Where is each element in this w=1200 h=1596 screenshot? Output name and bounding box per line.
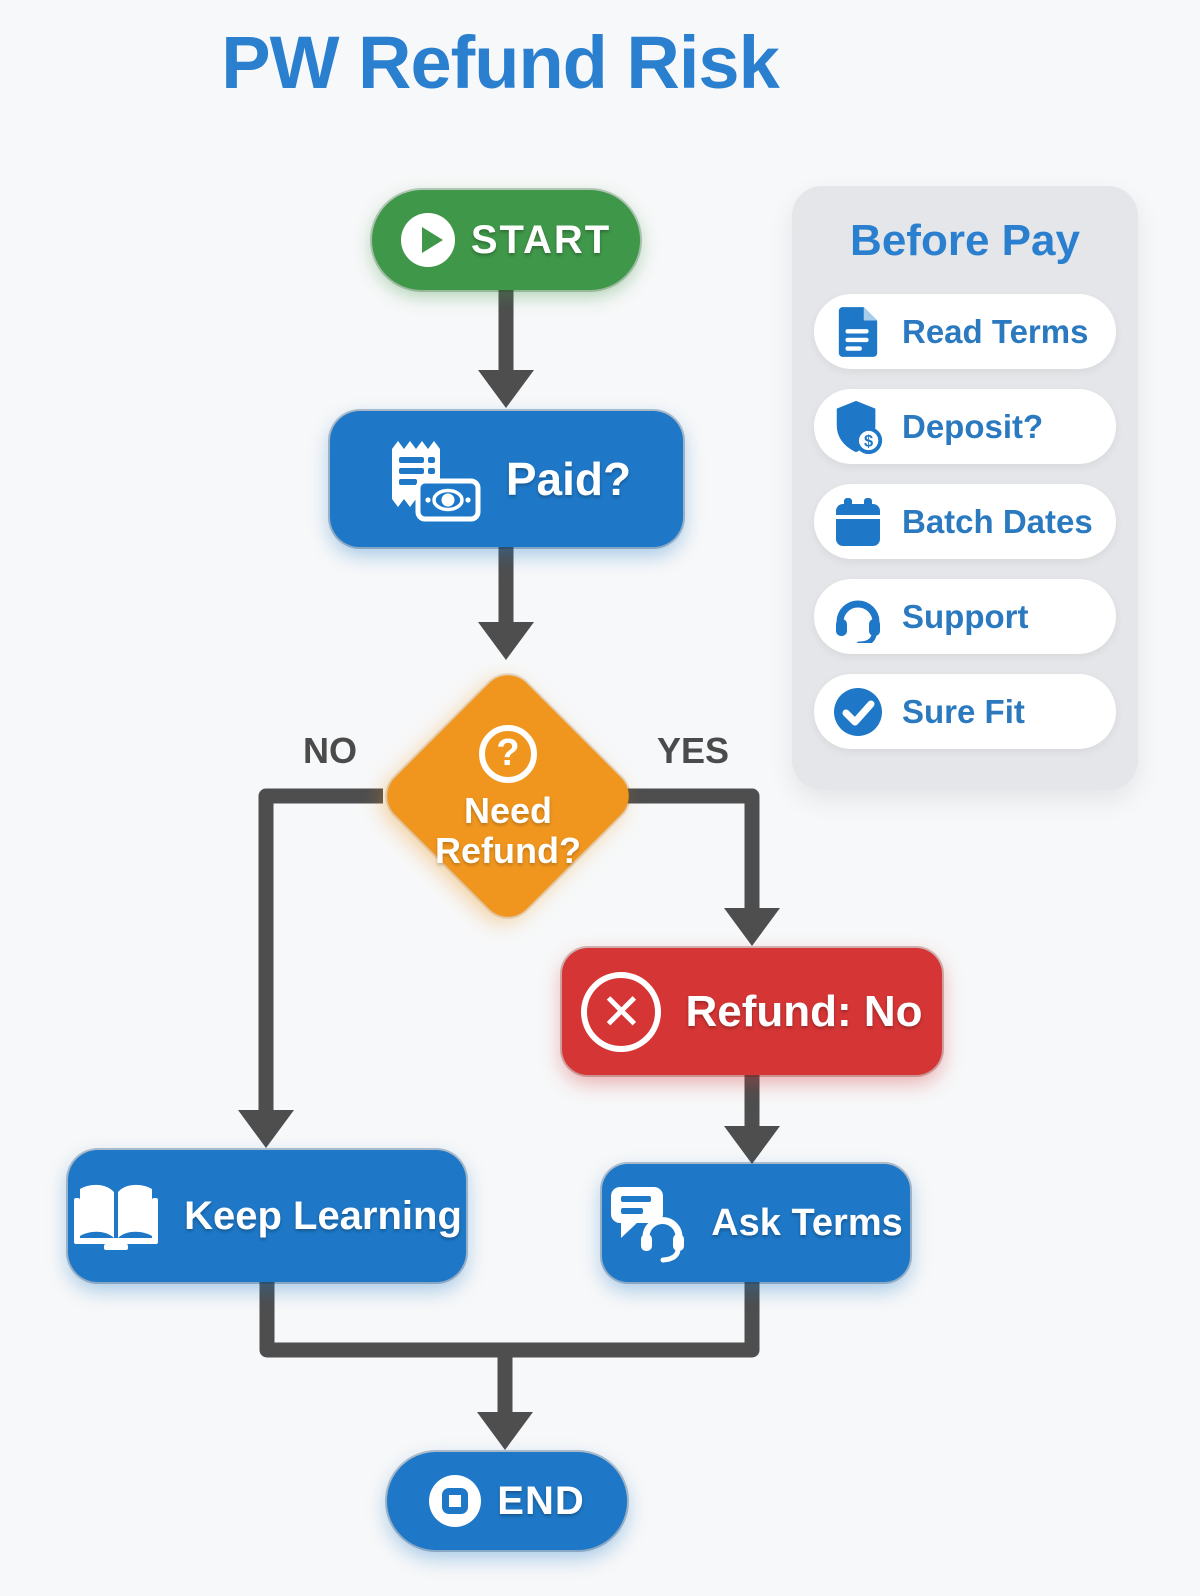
panel-item-sure-fit[interactable]: Sure Fit (814, 674, 1116, 749)
connector-no-branch (258, 788, 383, 1118)
shield-dollar-icon: $ (832, 400, 884, 454)
arrowhead-icon (238, 1110, 294, 1148)
x-glyph: ✕ (600, 983, 643, 1040)
question-glyph: ? (496, 732, 520, 775)
connector-yes-branch (622, 788, 760, 916)
decision-content: ? Need Refund? (388, 708, 628, 888)
paid-label: Paid? (505, 453, 632, 505)
headset-icon (832, 591, 884, 643)
keep-learning-label: Keep Learning (184, 1193, 462, 1238)
branch-label-no: NO (303, 730, 357, 771)
check-circle-icon (832, 686, 884, 738)
open-book-icon (72, 1178, 160, 1254)
panel-item-label: Deposit? (902, 407, 1044, 445)
question-icon: ? (479, 724, 537, 783)
connector-merge (259, 1280, 760, 1358)
svg-text:$: $ (864, 432, 873, 450)
panel-item-deposit[interactable]: $ Deposit? (814, 389, 1116, 464)
end-label: END (497, 1478, 585, 1523)
ask-terms-label: Ask Terms (711, 1201, 903, 1244)
chat-headset-icon (609, 1183, 695, 1263)
refund-no-node[interactable]: ✕ Refund: No (562, 948, 942, 1075)
x-circle-icon: ✕ (581, 971, 662, 1052)
arrowhead-icon (477, 1412, 533, 1450)
panel-item-read-terms[interactable]: Read Terms (814, 294, 1116, 369)
arrowhead-icon (724, 1126, 780, 1164)
receipt-money-icon (382, 433, 482, 525)
panel-title: Before Pay (850, 216, 1080, 265)
panel-item-batch-dates[interactable]: Batch Dates (814, 484, 1116, 559)
panel-item-label: Batch Dates (902, 502, 1093, 540)
end-node[interactable]: END (387, 1452, 627, 1550)
play-icon (400, 213, 455, 267)
arrowhead-icon (724, 908, 780, 946)
before-pay-panel: Before Pay Read Terms $ (792, 186, 1138, 790)
start-node[interactable]: START (372, 190, 640, 290)
page-title: PW Refund Risk (221, 21, 779, 104)
panel-item-label: Support (902, 597, 1029, 635)
arrowhead-icon (478, 370, 534, 408)
paid-node[interactable]: Paid? (330, 411, 683, 547)
arrowhead-icon (478, 622, 534, 660)
panel-item-support[interactable]: Support (814, 579, 1116, 654)
branch-label-yes: YES (656, 730, 730, 771)
calendar-icon (832, 496, 884, 548)
panel-item-label: Read Terms (902, 312, 1089, 350)
panel-item-label: Sure Fit (902, 692, 1025, 730)
ask-terms-node[interactable]: Ask Terms (602, 1164, 910, 1282)
document-icon (832, 306, 884, 358)
decision-label: Need Refund? (435, 789, 581, 871)
refund-no-label: Refund: No (685, 986, 923, 1036)
stop-icon (429, 1475, 482, 1527)
keep-learning-node[interactable]: Keep Learning (68, 1150, 466, 1282)
start-label: START (470, 217, 612, 262)
